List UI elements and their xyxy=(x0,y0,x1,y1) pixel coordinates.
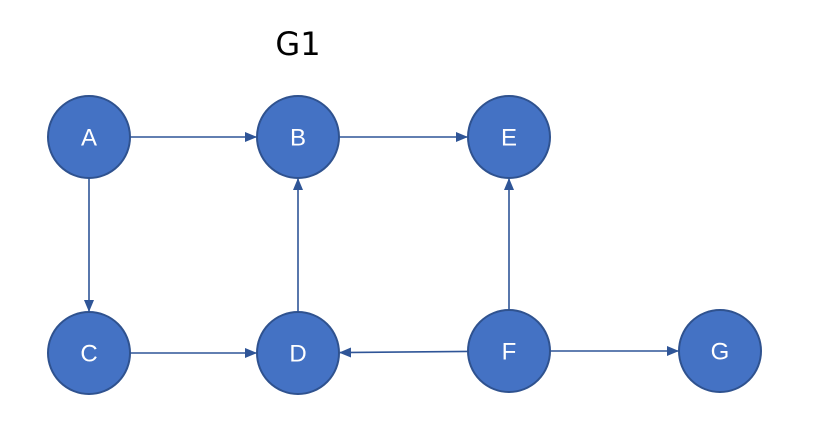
node-circle xyxy=(467,95,551,179)
node-d: D xyxy=(256,311,340,395)
nodes-layer: A B E C D F G xyxy=(47,95,762,395)
node-circle xyxy=(256,95,340,179)
node-f: F xyxy=(467,309,551,393)
node-label: E xyxy=(501,125,517,152)
node-c: C xyxy=(47,311,131,395)
node-label: G xyxy=(711,339,730,366)
edge-f-to-d xyxy=(338,347,469,358)
node-circle xyxy=(47,95,131,179)
node-circle xyxy=(256,311,340,395)
node-g: G xyxy=(678,309,762,393)
node-label: D xyxy=(289,341,306,368)
node-circle xyxy=(678,309,762,393)
node-circle xyxy=(467,309,551,393)
node-label: A xyxy=(81,125,97,152)
node-label: F xyxy=(502,339,517,366)
node-circle xyxy=(47,311,131,395)
node-e: E xyxy=(467,95,551,179)
node-b: B xyxy=(256,95,340,179)
graph-title: G1 xyxy=(275,25,321,63)
node-label: C xyxy=(80,341,97,368)
node-label: B xyxy=(290,125,306,152)
edges-layer xyxy=(84,132,679,358)
node-a: A xyxy=(47,95,131,179)
